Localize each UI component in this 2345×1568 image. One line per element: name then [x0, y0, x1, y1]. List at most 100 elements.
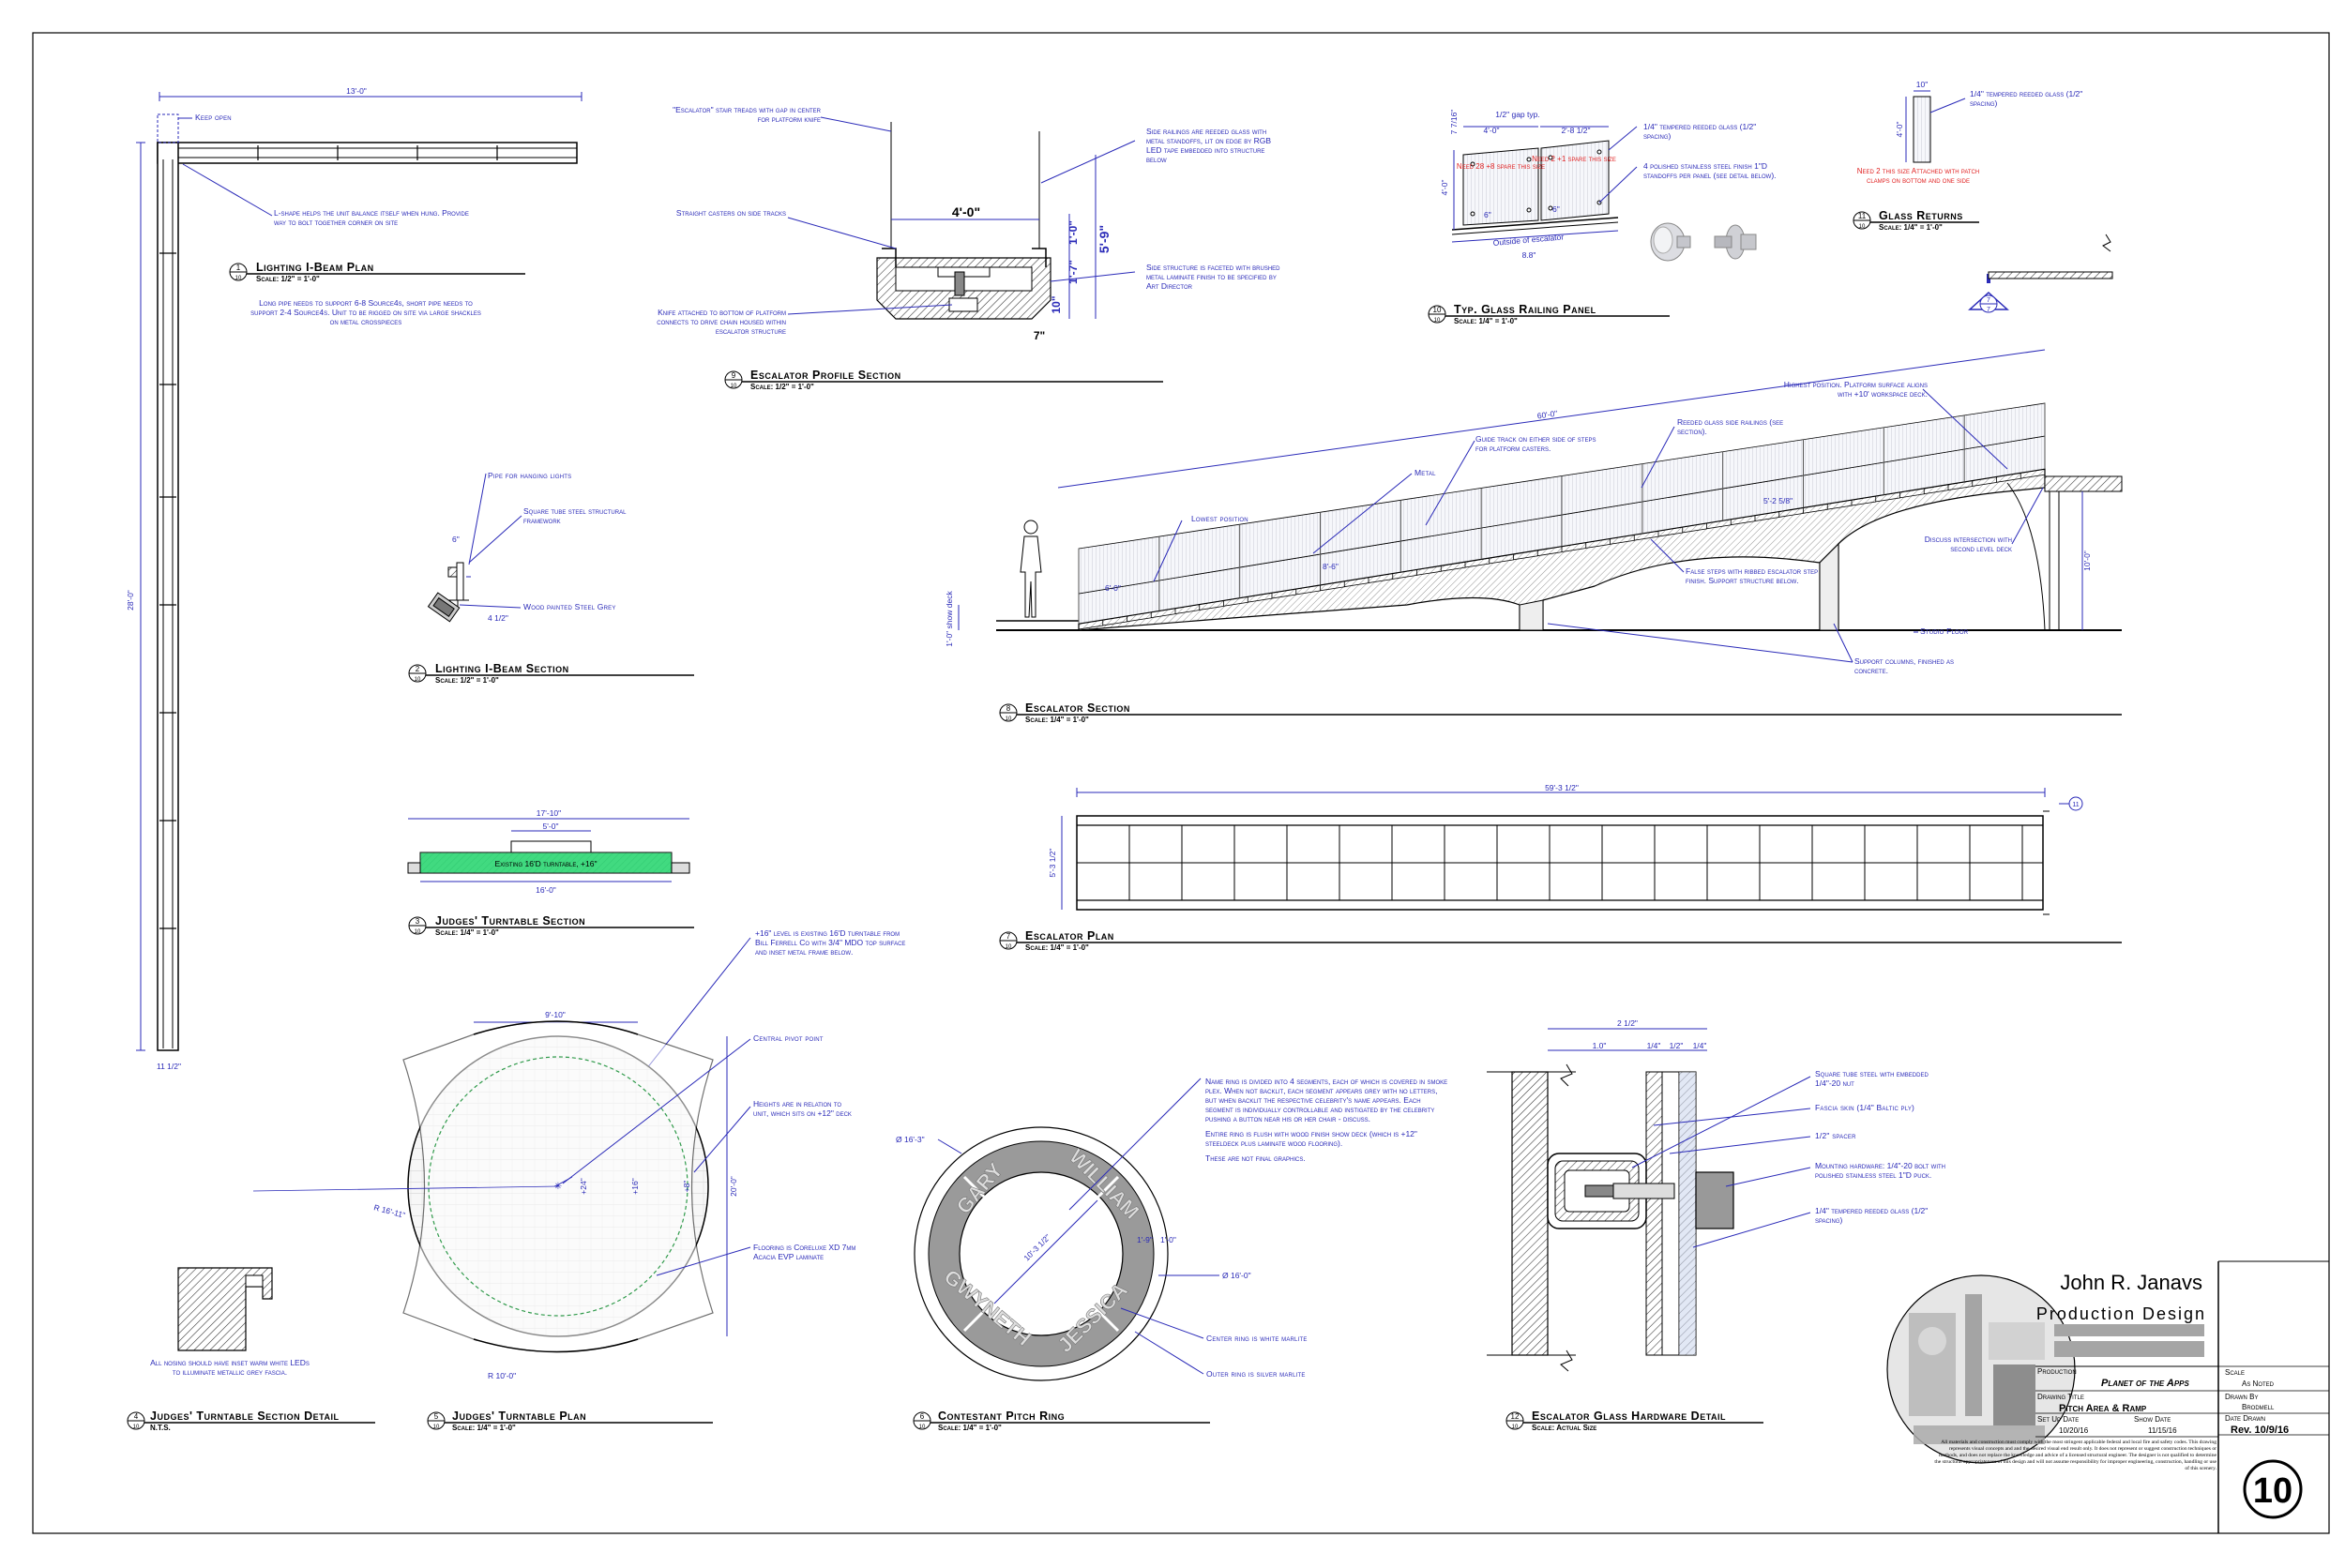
false-step: [1513, 553, 1538, 561]
d5-sheet: 10: [433, 1425, 440, 1430]
d6-dim-w2: 1'-0": [1160, 1235, 1176, 1244]
d2-dim-b: 4 1/2": [488, 613, 508, 623]
d12-scale: Scale: Actual Size: [1532, 1424, 1596, 1432]
d9-note-rail: Side railings are reeded glass with meta…: [1146, 127, 1272, 164]
tb-production: Planet of the Apps: [2101, 1378, 2189, 1389]
detail-6-pitch-ring: GARY WILLIAM JESSICA GWYNETH 10'-3 1/2" …: [896, 1077, 1448, 1432]
d1-title: Lighting I-Beam Plan: [256, 261, 374, 274]
detail-11-glass-returns: 10" 4'-0" 1/4" tempered reeded glass (1/…: [1853, 80, 2083, 232]
false-step: [1536, 550, 1563, 557]
false-step: [1561, 546, 1587, 552]
d12-note-spacer: 1/2" spacer: [1815, 1131, 1856, 1140]
detail-2-lighting-ibeam-section: Pipe for hanging lights Square tube stee…: [408, 471, 694, 685]
d9-dim-d: 7": [1034, 329, 1045, 342]
false-step: [1464, 562, 1490, 568]
tb-drawing-title: Pitch Area & Ramp: [2059, 1403, 2147, 1414]
d3-sheet: 10: [415, 929, 421, 935]
false-step: [1295, 588, 1321, 596]
d8-title: Escalator Section: [1025, 701, 1130, 715]
d8-dim-glass: 5'-2 5/8": [1763, 496, 1793, 505]
d8-tag-num: 7: [1987, 297, 1990, 304]
tb-drawn: Brodmell: [2242, 1403, 2275, 1411]
d9-note-knife: Knife attached to bottom of platform con…: [657, 308, 786, 336]
d10-red1: Need 28 +8 spare this size: [1457, 162, 1545, 171]
tb-subtitle: Production Design: [2036, 1304, 2206, 1323]
false-step: [2020, 473, 2046, 479]
d7-dim-width: 5'-3 1/2": [1048, 848, 1057, 877]
d11-sheet: 10: [1859, 224, 1866, 230]
d1-dim-side: 28'-0": [126, 590, 135, 611]
detail-5-turntable-plan: 9'-10" ✳ +24" +16" +8" 20'-0" R 16'-11" …: [252, 1010, 855, 1432]
d11-note-glass: 1/4" tempered reeded glass (1/2" spacing…: [1970, 89, 2083, 108]
d7-tag: 11: [2072, 802, 2079, 808]
d6-dim-outer: Ø 16'-3": [896, 1135, 925, 1144]
d8-note-reeded: Reeded glass side railings (see section)…: [1677, 417, 1784, 436]
tb-scale-label: Scale: [2225, 1368, 2245, 1377]
false-step: [1875, 495, 1900, 503]
false-step: [1706, 522, 1732, 530]
d12-dim-total: 2 1/2": [1617, 1018, 1638, 1028]
d9-num: 9: [732, 371, 736, 380]
d12-dim-a: 1.0": [1593, 1041, 1607, 1050]
d6-note-main: Name ring is divided into 4 segments, ea…: [1205, 1077, 1448, 1123]
d6-note-center: Center ring is white marlite: [1206, 1334, 1308, 1343]
d11-title: Glass Returns: [1879, 209, 1963, 222]
d6-num: 6: [920, 1412, 925, 1421]
d2-num: 2: [416, 665, 420, 673]
d10-dim-c: 6": [1484, 210, 1491, 219]
false-step: [1851, 500, 1877, 506]
false-step: [1610, 538, 1635, 545]
d1-num: 1: [236, 264, 241, 272]
d12-num: 12: [1511, 1412, 1520, 1421]
d2-scale: Scale: 1/2" = 1'-0": [435, 676, 499, 685]
d11-red: Need 2 this size Attached with patch cla…: [1856, 167, 1980, 185]
tb-show: 11/15/16: [2148, 1426, 2177, 1435]
svg-text:Need 2 +1 spare this size: Need 2 +1 spare this size: [1532, 155, 1616, 163]
d1-note-long-pipe: Long pipe needs to support 6-8 Source4s,…: [250, 298, 481, 326]
d5-h2: +16": [630, 1178, 640, 1194]
d3-scale: Scale: 1/4" = 1'-0": [435, 928, 499, 937]
d3-title: Judges' Turntable Section: [435, 914, 585, 927]
false-step: [1416, 569, 1442, 576]
section-tag-7: 7 7: [1968, 274, 2009, 313]
d8-sheet: 10: [1006, 716, 1012, 722]
false-step: [1826, 504, 1853, 510]
d4-num: 4: [134, 1412, 139, 1421]
false-step: [1247, 596, 1273, 603]
false-step: [1320, 584, 1345, 592]
d9-sheet: 10: [731, 384, 737, 389]
d10-outside: Outside of escalator: [1492, 232, 1564, 248]
d5-note-heights: Heights are in relation to unit, which s…: [753, 1099, 852, 1118]
tb-date: Rev. 10/9/16: [2231, 1425, 2289, 1436]
tb-sheet-number: 10: [2253, 1471, 2292, 1511]
d6-scale: Scale: 1/4" = 1'-0": [938, 1424, 1002, 1432]
d2-note-pipe: Pipe for hanging lights: [488, 471, 571, 480]
d9-dim-b: 1'-7": [1067, 260, 1080, 284]
tb-drawn-label: Drawn By: [2225, 1393, 2258, 1401]
d10-scale: Scale: 1/4" = 1'-0": [1454, 317, 1518, 325]
title-block: John R. Janavs Production Design Product…: [1886, 1260, 2329, 1533]
tb-setup: 10/20/16: [2059, 1426, 2089, 1435]
d9-title: Escalator Profile Section: [750, 369, 901, 382]
false-step: [1271, 593, 1297, 599]
d9-note-facet: Side structure is faceted with brushed m…: [1146, 263, 1280, 291]
d11-dim-h: 4'-0": [1895, 122, 1904, 138]
false-step: [1150, 611, 1176, 619]
tb-scale: As Noted: [2242, 1380, 2275, 1388]
detail-12-glass-hardware: 2 1/2" 1.0" 1/4" 1/2" 1/4" Square tube s…: [1487, 1018, 1945, 1432]
d11-scale: Scale: 1/4" = 1'-0": [1879, 223, 1943, 232]
false-step: [1730, 519, 1756, 526]
d12-dim-b: 1/4": [1647, 1041, 1661, 1050]
false-step: [1489, 557, 1514, 565]
d5-note-pivot: Central pivot point: [753, 1033, 824, 1043]
svg-text:✳: ✳: [554, 1182, 562, 1192]
d8-note-discuss: Discuss intersection with second level d…: [1924, 535, 2012, 553]
tb-setup-label: Set Up Date: [2037, 1415, 2079, 1424]
d5-dim-top: 9'-10": [545, 1010, 566, 1019]
d5-dim-r10: R 10'-0": [488, 1371, 516, 1380]
d5-num: 5: [434, 1412, 439, 1421]
d6-note-outer: Outer ring is silver marlite: [1206, 1369, 1306, 1379]
d4-note: All nosing should have inset warm white …: [150, 1358, 310, 1377]
d1-scale: Scale: 1/2" = 1'-0": [256, 275, 320, 283]
